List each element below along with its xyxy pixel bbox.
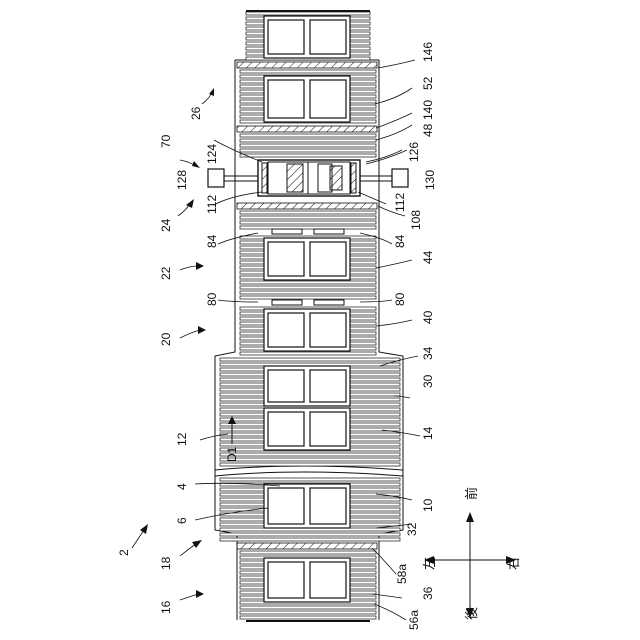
label-84-right: 84 [393,234,407,248]
workpiece [268,562,304,598]
roller [220,478,400,481]
roller [220,538,400,541]
roller [240,286,376,289]
roller [240,281,376,284]
workpiece [268,488,304,524]
label-70: 70 [159,134,173,148]
roller [240,70,376,73]
workpiece [268,313,304,347]
label-112-right: 112 [393,193,407,212]
label-6: 6 [175,517,189,524]
label-112-left: 112 [205,195,219,214]
label-48: 48 [421,123,435,137]
label-108: 108 [409,210,423,230]
label-44: 44 [421,250,435,264]
label-146: 146 [421,42,435,62]
roller [240,296,376,299]
label-2: 2 [117,549,131,556]
workpiece [268,412,304,446]
roller [240,134,376,137]
workpiece-boxes [264,16,350,602]
label-80-left: 80 [205,292,219,306]
roller [220,358,400,361]
roller [220,533,400,536]
roller [240,139,376,142]
label-52: 52 [421,76,435,90]
roller [240,144,376,147]
label-24: 24 [159,218,173,232]
label-18: 18 [159,556,173,570]
workpiece [268,242,304,276]
label-30: 30 [421,374,435,388]
workpiece [310,80,346,118]
workpiece [268,20,304,54]
roller [240,291,376,294]
label-22: 22 [159,266,173,280]
direction-front: 前 [464,487,480,500]
workpiece [310,20,346,54]
label-32: 32 [405,522,419,536]
direction-labels: 前 後 左 右 [423,487,522,620]
roller [240,216,376,219]
roller [220,458,400,461]
label-16: 16 [159,600,173,614]
roller [240,606,376,609]
label-84-left: 84 [205,234,219,248]
roller [240,221,376,224]
workpiece [310,370,346,402]
workpiece [268,80,304,118]
label-124: 124 [205,144,219,164]
roller [240,611,376,614]
label-58a: 58a [395,564,409,584]
frame-cap [246,620,370,622]
roller [220,453,400,456]
label-34: 34 [421,346,435,360]
roller [240,551,376,554]
label-14: 14 [421,426,435,440]
workpiece [268,370,304,402]
roller [240,616,376,619]
flow-label-d1: D1 [225,446,239,462]
label-80-right: 80 [393,292,407,306]
roller [220,463,400,466]
roller [240,211,376,214]
workpiece [310,488,346,524]
label-128: 128 [175,170,189,190]
label-10: 10 [421,498,435,512]
label-20: 20 [159,332,173,346]
workpiece [310,562,346,598]
label-130: 130 [423,170,437,190]
roller [240,154,376,157]
direction-back: 後 [465,607,480,620]
direction-left: 左 [423,557,438,570]
label-26: 26 [189,106,203,120]
label-12: 12 [175,432,189,446]
roller [240,352,376,355]
direction-right: 右 [507,557,522,570]
clamp-mechanism [208,160,408,196]
roller [246,12,370,15]
workpiece [310,313,346,347]
label-140: 140 [421,100,435,120]
label-40: 40 [421,310,435,324]
label-36: 36 [421,586,435,600]
workpiece [310,412,346,446]
roller [240,149,376,152]
label-126: 126 [407,142,421,162]
label-56a: 56a [407,610,421,630]
frame-cap [246,10,370,12]
workpiece [310,242,346,276]
roller [240,226,376,229]
label-4: 4 [175,483,189,490]
